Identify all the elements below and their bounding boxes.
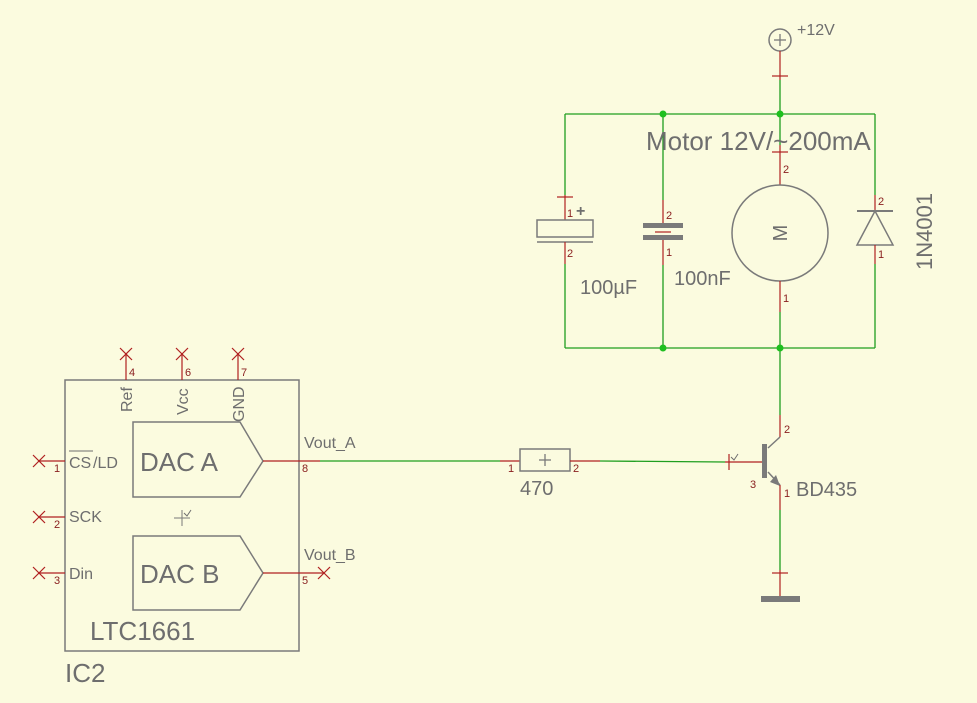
capacitor-ceramic: 2 1 100nF — [643, 200, 731, 290]
cap-ceramic-value: 100nF — [674, 268, 731, 290]
transistor: 2 3 1 BD435 — [725, 415, 857, 510]
ic-pin-name-gnd: GND — [231, 386, 248, 422]
ic-pin-name-din: Din — [69, 566, 93, 583]
ic-name: IC2 — [65, 658, 105, 688]
motor-circuit-wires — [564, 113, 876, 415]
ic-pin-name-sck: SCK — [69, 509, 102, 526]
junction-dot — [776, 110, 784, 118]
ic-pin-num-cs-ld: 1 — [54, 463, 60, 475]
capacitor-electrolytic: + 1 2 100µF — [536, 195, 637, 299]
ic-ltc1661: DAC A DAC B 1 CS /LD 2 SCK 3 Din 4 Ref — [32, 347, 356, 688]
ic-pin-num-vout-b: 5 — [302, 575, 308, 587]
ic-pin-num-vout-a: 8 — [302, 463, 308, 475]
ic-pin-name-ld: /LD — [93, 455, 118, 472]
junction-dot — [776, 344, 784, 352]
cap-ceramic-pin-bottom: 1 — [666, 247, 672, 259]
diode-pin-bottom: 1 — [878, 249, 884, 261]
diode: 2 1 1N4001 — [855, 193, 937, 270]
ic-pin-name-cs: CS — [69, 455, 91, 472]
supply-label: +12V — [797, 22, 835, 39]
diode-part: 1N4001 — [912, 193, 937, 270]
ic-pin-num-ref: 4 — [129, 367, 135, 379]
dac-a-label: DAC A — [140, 447, 219, 477]
resistor-pin-right: 2 — [573, 463, 579, 475]
transistor-pin-emitter: 1 — [784, 488, 790, 500]
motor-symbol: M — [770, 225, 792, 242]
ground-symbol — [761, 570, 800, 602]
motor-title: Motor 12V/~200mA — [646, 126, 871, 156]
svg-text:+: + — [576, 203, 585, 220]
ic-pin-name-ref: Ref — [119, 387, 136, 412]
motor: M 2 1 — [731, 145, 829, 312]
ic-pin-num-gnd: 7 — [241, 367, 247, 379]
ic-pin-name-vout-b: Vout_B — [304, 547, 356, 564]
cap-electrolytic-pin-plus: 1 — [567, 208, 573, 220]
dac-b-label: DAC B — [140, 559, 219, 589]
resistor-pin-left: 1 — [508, 463, 514, 475]
diode-pin-top: 2 — [878, 196, 884, 208]
cap-electrolytic-pin-minus: 2 — [567, 248, 573, 260]
transistor-part: BD435 — [796, 479, 857, 501]
ic-part: LTC1661 — [90, 616, 195, 646]
ic-pin-name-vcc: Vcc — [175, 388, 192, 415]
transistor-pin-collector: 2 — [784, 424, 790, 436]
motor-pin-top: 2 — [783, 164, 789, 176]
supply-symbol: +12V — [768, 22, 835, 80]
transistor-pin-base: 3 — [750, 479, 756, 491]
junction-dot — [659, 110, 667, 118]
cap-electrolytic-value: 100µF — [580, 277, 637, 299]
ic-pin-name-cs-ld: CS /LD — [69, 450, 118, 472]
ic-pin-num-vcc: 6 — [185, 367, 191, 379]
ic-pin-num-sck: 2 — [54, 519, 60, 531]
ic-pin-num-din: 3 — [54, 575, 60, 587]
motor-pin-bottom: 1 — [783, 293, 789, 305]
ic-pin-name-vout-a: Vout_A — [304, 435, 356, 452]
resistor: 1 2 470 — [500, 448, 600, 500]
resistor-value: 470 — [520, 478, 553, 500]
junction-dot — [659, 344, 667, 352]
cap-ceramic-pin-top: 2 — [666, 210, 672, 222]
